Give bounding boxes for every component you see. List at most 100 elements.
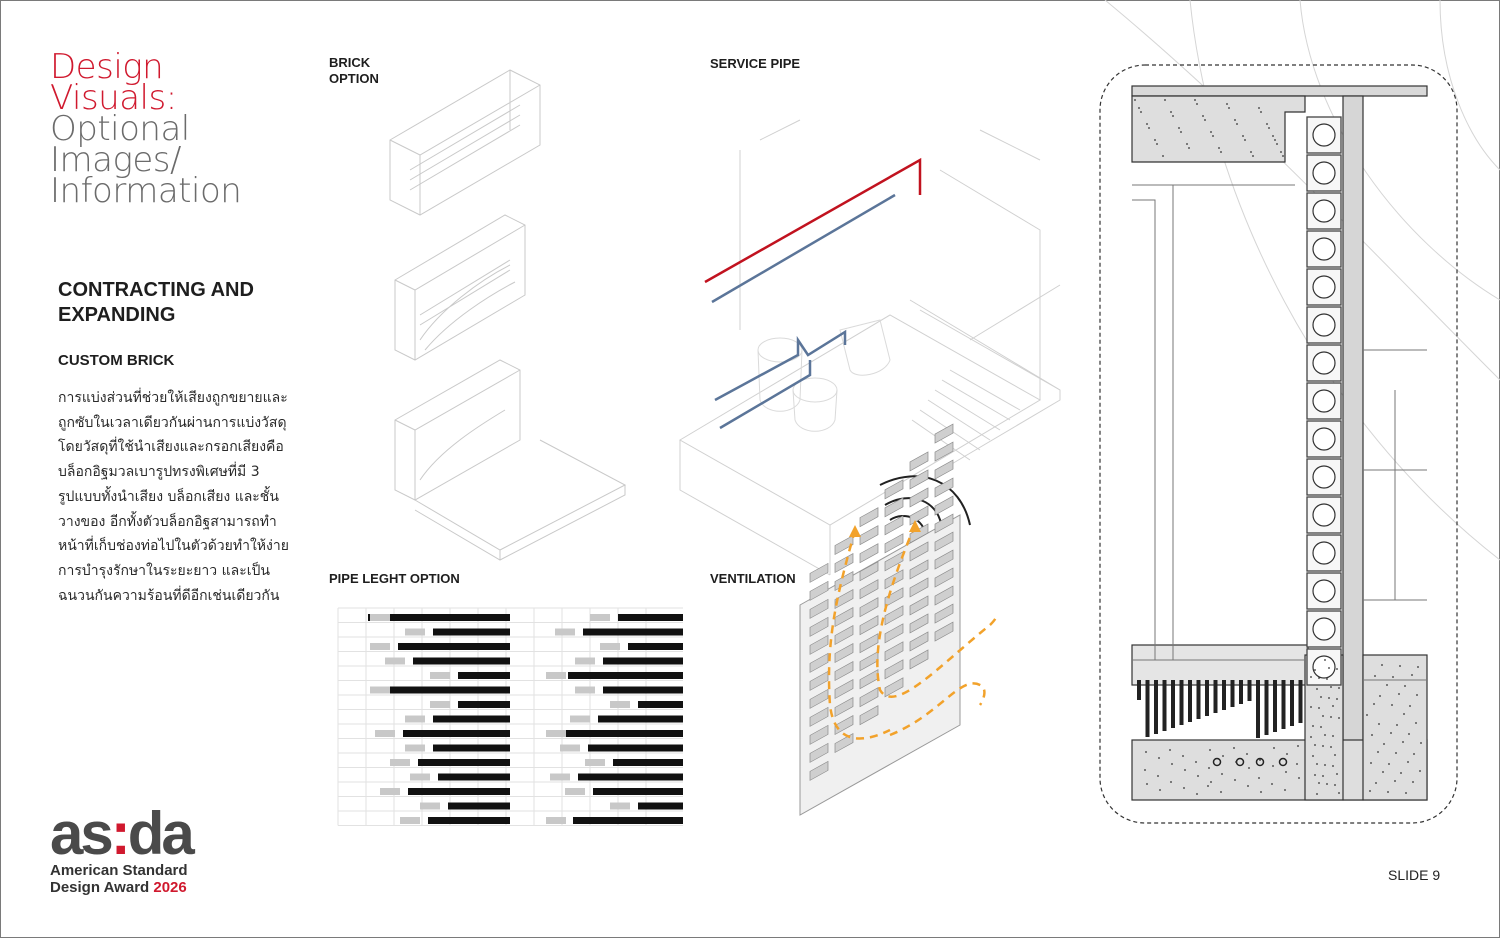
- vent-block: [934, 531, 954, 552]
- pattern-bar: [578, 773, 683, 781]
- concrete-speckle: [1208, 767, 1210, 769]
- concrete-speckle: [1222, 755, 1224, 757]
- logo-award-text: Design Award: [50, 879, 150, 896]
- section-circle: [1312, 351, 1336, 375]
- concrete-speckle: [1196, 103, 1198, 105]
- pattern-bar-light: [430, 701, 450, 708]
- concrete-speckle: [1312, 725, 1314, 727]
- section-hole: [1255, 757, 1265, 767]
- body-line: ถูกซับในเวลาเดียวกันผ่านการแบ่งวัสดุ: [58, 414, 287, 431]
- concrete-speckle: [1322, 745, 1324, 747]
- body-line: บล็อกอิฐมวลเบารูปทรงพิเศษที่มี 3: [58, 464, 260, 481]
- pattern-bar-light: [565, 788, 585, 795]
- section-pipe: [1298, 680, 1303, 723]
- concrete-speckle: [1366, 714, 1368, 716]
- concrete-speckle: [1234, 119, 1236, 121]
- concrete-speckle: [1338, 792, 1340, 794]
- vent-block: [834, 606, 854, 628]
- concrete-speckle: [1386, 684, 1388, 686]
- concrete-speckle: [1396, 724, 1398, 726]
- pattern-bar: [603, 657, 683, 665]
- concrete-speckle: [1330, 716, 1332, 718]
- body-line: การบำรุงรักษาในระยะยาว และเป็น: [58, 562, 270, 579]
- concrete-speckle: [1202, 115, 1204, 117]
- concrete-speckle: [1332, 735, 1334, 737]
- pattern-bar: [458, 672, 510, 679]
- vent-block: [909, 541, 929, 562]
- sub-heading: CUSTOM BRICK: [58, 352, 175, 369]
- pattern-bar-light: [546, 817, 566, 824]
- body-line: รูปแบบทั้งนำเสียง บล็อกเสียง และชั้น: [58, 488, 279, 505]
- section-pipe: [1205, 680, 1209, 716]
- concrete-speckle: [1326, 678, 1328, 680]
- concrete-speckle: [1420, 742, 1422, 744]
- concrete-speckle: [1260, 111, 1262, 113]
- pattern-bar-light: [546, 730, 566, 737]
- concrete-speckle: [1328, 697, 1330, 699]
- pattern-bar: [598, 715, 683, 723]
- concrete-speckle: [1272, 135, 1274, 137]
- concrete-speckle: [1390, 732, 1392, 734]
- concrete-speckle: [1246, 753, 1248, 755]
- pattern-bar-light: [575, 686, 595, 694]
- concrete-speckle: [1334, 784, 1336, 786]
- concrete-speckle: [1282, 155, 1284, 157]
- vent-block: [809, 706, 829, 727]
- concrete-speckle: [1156, 143, 1158, 145]
- concrete-speckle: [1338, 687, 1340, 689]
- concrete-speckle: [1407, 761, 1409, 763]
- concrete-speckle: [1220, 791, 1222, 793]
- concrete-speckle: [1154, 139, 1156, 141]
- concrete-speckle: [1391, 704, 1393, 706]
- concrete-speckle: [1377, 751, 1379, 753]
- section-circle: [1312, 161, 1336, 185]
- concrete-speckle: [1404, 685, 1406, 687]
- vent-block: [859, 705, 879, 726]
- section-circle: [1312, 313, 1336, 337]
- concrete-speckle: [1378, 723, 1380, 725]
- body-line: วางของ อีกทั้งตัวบล็อกอิฐสามารถทำ: [58, 513, 277, 530]
- concrete-speckle: [1322, 775, 1324, 777]
- concrete-speckle: [1395, 752, 1397, 754]
- concrete-speckle: [1242, 135, 1244, 137]
- pattern-bar: [418, 759, 510, 766]
- ventilation-label: VENTILATION: [710, 571, 796, 586]
- vent-block: [859, 525, 879, 546]
- pattern-bar-light: [370, 614, 390, 621]
- vent-block: [934, 549, 954, 570]
- pattern-bar-light: [405, 628, 425, 636]
- concrete-speckle: [1276, 143, 1278, 145]
- vent-block: [884, 479, 904, 500]
- pattern-bar-light: [400, 817, 420, 824]
- vent-block: [809, 616, 829, 637]
- pipe-length-pattern: [337, 607, 683, 826]
- pattern-bar-light: [390, 759, 410, 766]
- section-pipe: [1290, 680, 1294, 726]
- concrete-speckle: [1322, 715, 1324, 717]
- vent-block: [884, 623, 904, 644]
- concrete-speckle: [1375, 782, 1377, 784]
- vent-block: [884, 533, 904, 554]
- concrete-speckle: [1370, 762, 1372, 764]
- concrete-speckle: [1413, 753, 1415, 755]
- section-pipe: [1222, 680, 1226, 710]
- concrete-speckle: [1324, 734, 1326, 736]
- vent-block: [809, 634, 829, 655]
- concrete-speckle: [1310, 676, 1312, 678]
- body-line: ฉนวนกันความร้อนที่ดีอีกเช่นเดียวกัน: [58, 587, 280, 604]
- vent-block: [884, 641, 904, 662]
- concrete-speckle: [1259, 759, 1261, 761]
- concrete-speckle: [1417, 666, 1419, 668]
- pattern-bar: [588, 744, 683, 752]
- concrete-speckle: [1369, 790, 1371, 792]
- vent-block: [809, 580, 829, 601]
- section-circle: [1312, 465, 1336, 489]
- concrete-speckle: [1194, 99, 1196, 101]
- concrete-speckle: [1138, 107, 1140, 109]
- concrete-speckle: [1234, 779, 1236, 781]
- pattern-bar: [433, 628, 510, 636]
- concrete-speckle: [1328, 667, 1330, 669]
- pattern-bar: [408, 788, 510, 795]
- vent-block: [909, 595, 929, 616]
- concrete-speckle: [1162, 155, 1164, 157]
